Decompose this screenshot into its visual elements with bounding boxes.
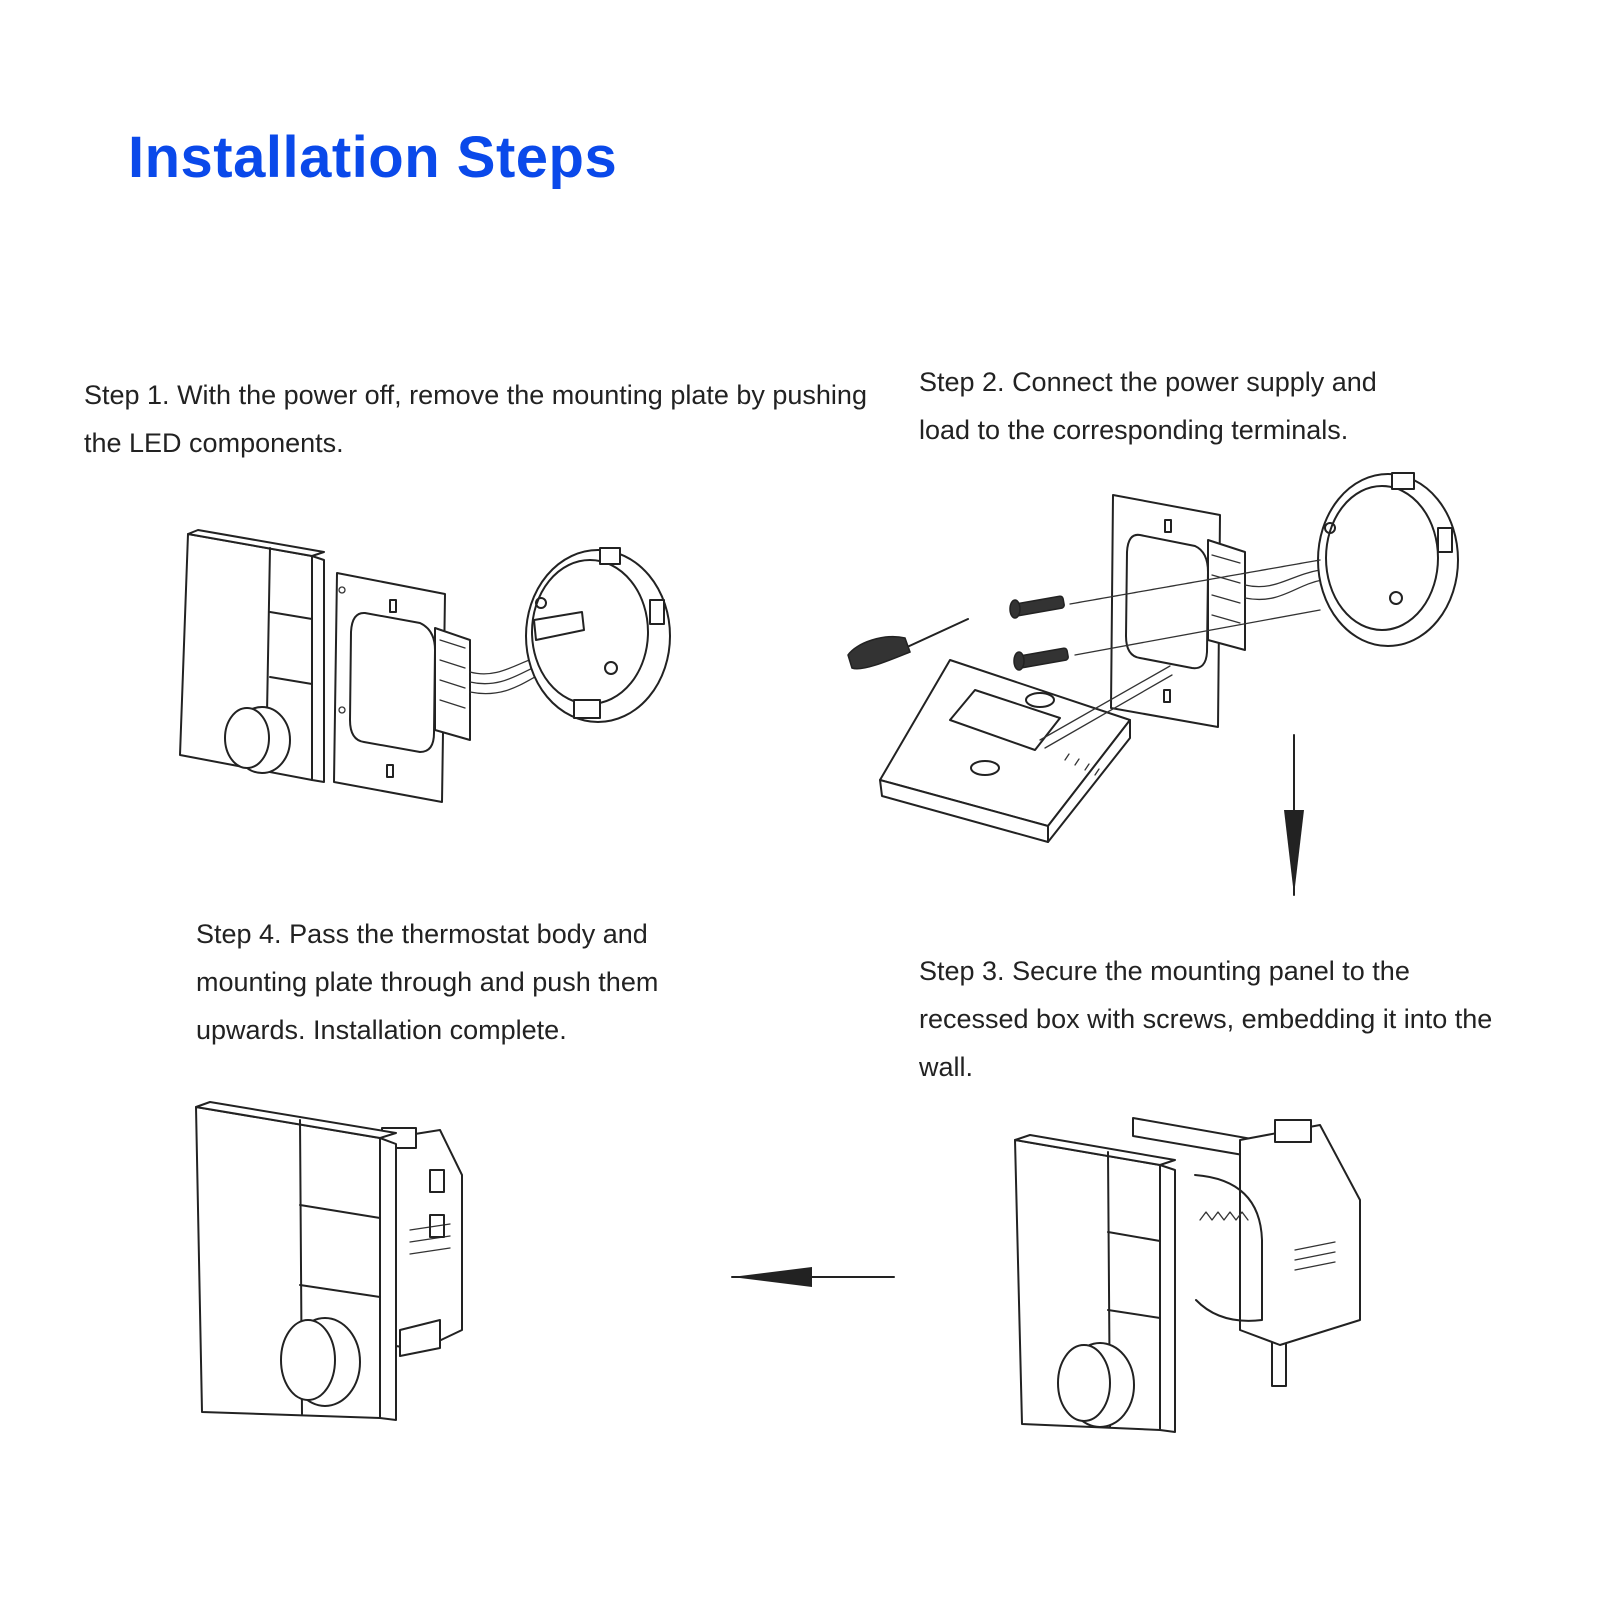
left-arrow-icon xyxy=(732,1267,894,1287)
page-title: Installation Steps xyxy=(128,125,618,190)
down-arrow-icon xyxy=(1284,735,1304,895)
step-1-text: Step 1. With the power off, remove the m… xyxy=(84,380,867,458)
step-4-text: Step 4. Pass the thermostat body and mou… xyxy=(196,919,659,1045)
mounting-plate xyxy=(880,660,1172,842)
thermostat-body xyxy=(1195,1120,1360,1345)
recessed-box xyxy=(1318,473,1458,646)
mounting-frame xyxy=(1111,495,1220,727)
screw-icon xyxy=(1014,648,1069,670)
thermostat-front-panel xyxy=(1015,1135,1175,1432)
thermostat-front-panel xyxy=(196,1102,396,1420)
screwdriver-icon xyxy=(848,619,968,669)
step1-illustration xyxy=(180,530,670,802)
step4-illustration xyxy=(196,1102,462,1420)
step2-illustration xyxy=(848,473,1458,895)
step-2-text: Step 2. Connect the power supply and loa… xyxy=(919,367,1377,445)
screw-icon xyxy=(1010,596,1065,618)
step-3-text: Step 3. Secure the mounting panel to the… xyxy=(919,956,1493,1082)
mounting-plate xyxy=(334,573,445,802)
step3-illustration xyxy=(732,1118,1360,1432)
thermostat-front-panel xyxy=(180,530,324,782)
recessed-box xyxy=(526,548,670,722)
thermostat-body xyxy=(382,1128,462,1356)
thermostat-body xyxy=(435,628,470,740)
thermostat-body xyxy=(1208,540,1245,650)
